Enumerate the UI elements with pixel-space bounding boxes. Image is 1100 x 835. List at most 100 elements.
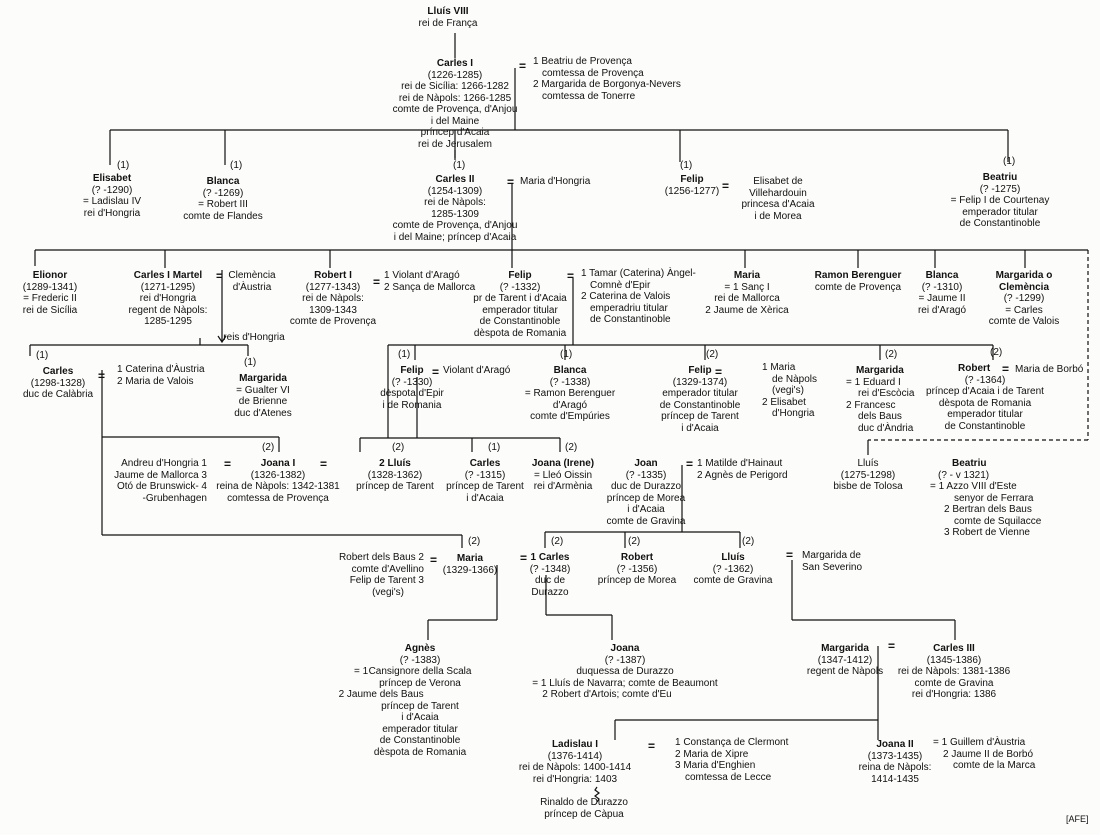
dates: (? -1290) [91,184,133,196]
dates: (1298-1328) [30,377,86,389]
spouse: d'Aragó [552,399,588,411]
title: duc d'Àndria [858,422,914,434]
title: rei de França [418,17,478,29]
marriage-number: (1) [488,442,501,453]
spouses-robert-i: 1 Violant d'Aragó 2 Sança de Mallorca [384,270,475,293]
title: comte d'Avellino [351,563,424,575]
spouses-joana-ii: = 1 Guillem d'Àustria 2 Jaume II de Borb… [933,737,1035,772]
name: Margarida [821,643,869,654]
title: príncep de Tarent [381,700,459,712]
title: comtessa de Tonerre [542,90,636,102]
marriage-sign: = [1002,362,1010,376]
marriage-number: (2) [742,536,755,547]
title: duc de Durazzo [610,481,682,492]
spouse-felip-epir: Violant d'Aragó [443,365,510,377]
title: emperador titular [662,388,738,399]
name: Carles I [436,58,474,69]
spouse-lluis-gravina: Margarida de San Severino [802,550,862,573]
dates: (? -1330) [391,376,433,388]
title: Durazzo [531,586,569,598]
spouse: = Ladislau IV [82,196,142,207]
node-agnes: Agnès (? -1383) Cansignore della Scala p… [339,643,472,758]
marriage-sign: = [507,175,515,189]
spouse: -Grubenhagen [142,492,208,504]
name: Carles I Martel [133,270,203,281]
node-robert-acaia: Robert (? -1364) príncep d'Acaia i de Ta… [926,363,1044,432]
node-carles-calabria: Carles (1298-1328) duc de Calàbria [23,366,93,401]
name: Felip [680,174,704,185]
name: Beatriu [982,172,1018,183]
title: pr de Tarent i d'Acaia [473,293,567,304]
spouse: Jaume de Mallorca 3 [114,469,207,481]
title: comte de Squilacce [954,515,1042,527]
spouse: = 1 Eduard I [846,376,901,388]
node-margarida-brienne: Margarida = Gualter VI de Brienne duc d'… [234,373,292,419]
node-blanca-empuries: Blanca (? -1338) = Ramon Berenguer d'Ara… [525,365,615,423]
dates: (1254-1309) [427,185,483,197]
marriage-number: (1) [398,349,411,360]
name: Blanca [925,270,959,281]
name: Carles [469,458,501,469]
spouse: 2 Elisabet [762,396,806,408]
dates: (1328-1362) [367,469,423,481]
title: rei d'Armènia [533,481,593,492]
name: Joana II [876,739,914,750]
node-maria: Maria = 1 Sanç I rei de Mallorca 2 Jaume… [705,270,788,316]
title: príncep de Tarent [446,481,524,492]
marriage-sign: = [320,457,328,471]
spouse: = 1 Lluís de Navarra; comte de Beaumont [532,677,718,689]
spouse: 2 Jaume dels Baus [338,689,424,700]
title: emperador titular [482,304,558,316]
title: duc de [534,575,566,586]
dates: (1329-1366) [442,564,498,576]
spouse: Robert dels Baus 2 [338,552,424,563]
title: 1285-1309 [431,208,479,220]
title: 1309-1343 [309,304,357,316]
node-elisabet: Elisabet (? -1290) = Ladislau IV rei d'H… [83,173,141,219]
spouses-felip-tarent: 1 Tamar (Caterina) Àngel- Comnè d'Epir 2… [581,268,696,326]
marriage-sign: = [224,457,232,471]
title: rei de Sicília: 1266-1282 [401,81,509,92]
spouse: 2 Sança de Mallorca [384,281,476,293]
title: de Constantinoble [590,314,671,325]
node-joana-ii: Joana II (1373-1435) reina de Nàpols: 14… [859,739,932,785]
marriage-number: (1) [560,349,573,360]
title: dèspota d'Epir [380,388,444,399]
node-carles-i-martel: Carles I Martel (1271-1295) rei d'Hongri… [129,270,208,328]
spouse: 2 Caterina de Valois [581,291,671,302]
marriage-sign: = [567,269,575,283]
spouse: = Ramon Berenguer [524,388,616,399]
spouse: 2 Margarida de Borgonya-Nevers [533,79,681,90]
spouse-carles-martel: Clemència d'Àustria [228,270,275,293]
node-rinaldo: Rinaldo de Durazzo príncep de Càpua [540,797,628,820]
marriage-sign: = [519,59,527,73]
spouse: d'Àustria [232,281,272,293]
title: príncep de Verona [379,677,461,689]
spouse: = Frederic II [23,293,77,304]
dates: (1226-1285) [427,69,483,81]
title: comte de la Marca [953,760,1036,771]
title: rei de Nàpols: 1381-1386 [897,666,1011,677]
dates: (? -1275) [979,183,1021,195]
title: rei d'Hongria [139,293,197,304]
title: emperador titular [382,723,458,735]
node-lluis-tolosa: Lluís (1275-1298) bisbe de Tolosa [833,458,902,493]
title: comte d'Empúries [530,411,610,422]
marriage-sign: = [216,269,224,283]
title: i del Maine [430,115,480,127]
node-ladislau-i: Ladislau I (1376-1414) rei de Nàpols: 14… [519,739,631,785]
title: rei de Sicília [22,304,78,316]
marriage-number: (2) [885,349,898,360]
marriage-sign: = [432,365,440,379]
title: rei de Nàpols: [302,293,364,304]
title: príncep de Morea [606,492,686,504]
spouse: 1 Matilde d'Hainaut [697,458,783,469]
title: comte de Provença, d'Anjou [392,104,518,115]
dates: (1329-1374) [672,376,728,388]
name: 2 Lluís [379,458,411,469]
name: Margarida [856,365,904,376]
name: Elisabet [92,173,132,184]
name: Clemència [998,281,1050,293]
name: Felip [508,270,532,281]
marriage-number: (1) [117,160,130,171]
